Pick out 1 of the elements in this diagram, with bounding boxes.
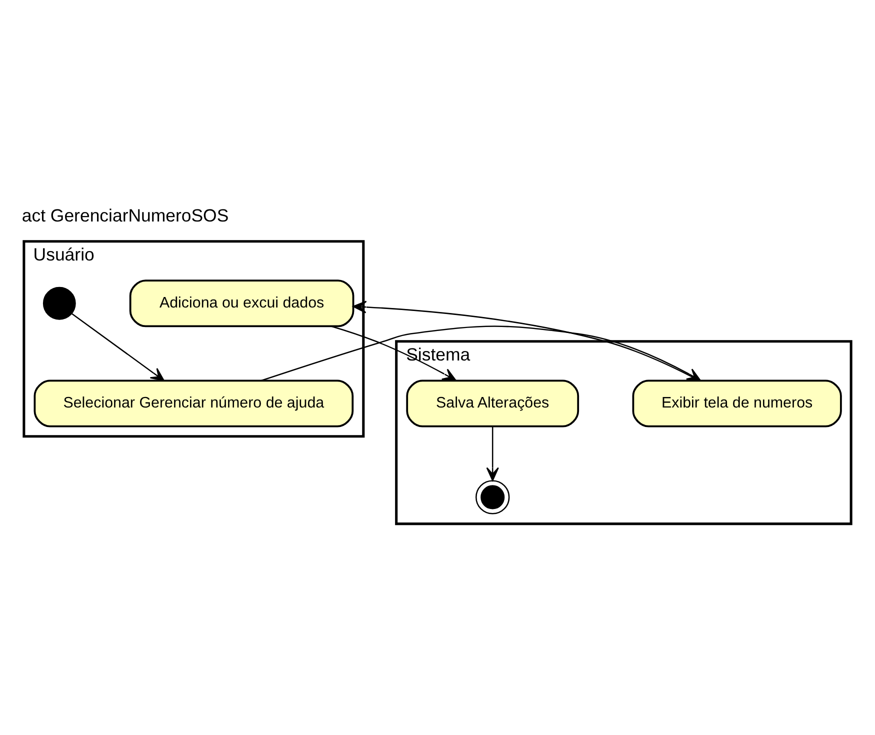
diagram-title: act GerenciarNumeroSOS [22, 204, 229, 225]
